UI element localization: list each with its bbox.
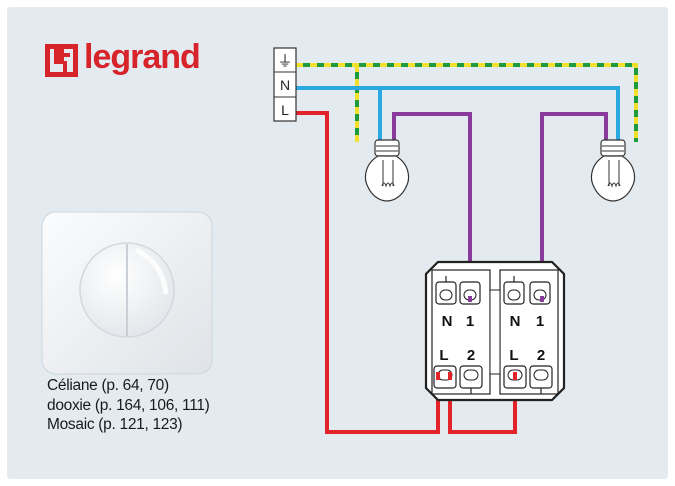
legrand-logo: legrand: [45, 38, 201, 80]
left-switch-label-l: L: [439, 347, 448, 364]
double-switch-mechanism: N 1 L 2 N 1 L 2: [424, 260, 566, 402]
left-switch-label-2: 2: [467, 347, 475, 364]
switched-wire-left: [392, 112, 472, 300]
wire-terminations: [436, 296, 544, 380]
right-switch-label-1: 1: [536, 313, 544, 330]
terminal-block: ⏚ N L: [273, 47, 297, 122]
product-range-mosaic: Mosaic (p. 121, 123): [47, 416, 183, 433]
switch-product-photo: [41, 211, 213, 375]
bulb-right-icon: [590, 139, 636, 202]
legrand-wordmark: legrand: [84, 38, 201, 76]
bulb-left-icon: [364, 139, 410, 202]
left-switch-label-n: N: [442, 313, 453, 330]
product-range-celiane: Céliane (p. 64, 70): [47, 377, 169, 394]
left-switch-label-1: 1: [466, 313, 474, 330]
legrand-mark-icon: [45, 43, 78, 77]
product-range-dooxie: dooxie (p. 164, 106, 111): [47, 396, 210, 414]
earth-wire: [296, 63, 638, 142]
line-terminal-label: L: [281, 102, 289, 118]
live-wire: [296, 111, 517, 434]
switched-wire-right: [540, 112, 608, 300]
right-switch-label-2: 2: [537, 347, 545, 364]
terminal-cage-left-2: [459, 365, 483, 394]
neutral-wire: [296, 86, 620, 140]
earth-terminal-symbol: ⏚: [277, 53, 292, 70]
product-range-list: Céliane (p. 64, 70) dooxie (p. 164, 106,…: [47, 376, 210, 435]
terminal-cage-right-n: [503, 276, 525, 305]
terminal-cage-left-n: [435, 276, 457, 305]
right-switch-label-n: N: [510, 313, 521, 330]
right-switch-label-l: L: [509, 347, 518, 364]
terminal-cage-left-1: [459, 281, 481, 305]
neutral-terminal-label: N: [280, 77, 290, 93]
terminal-cage-right-2: [529, 365, 553, 394]
